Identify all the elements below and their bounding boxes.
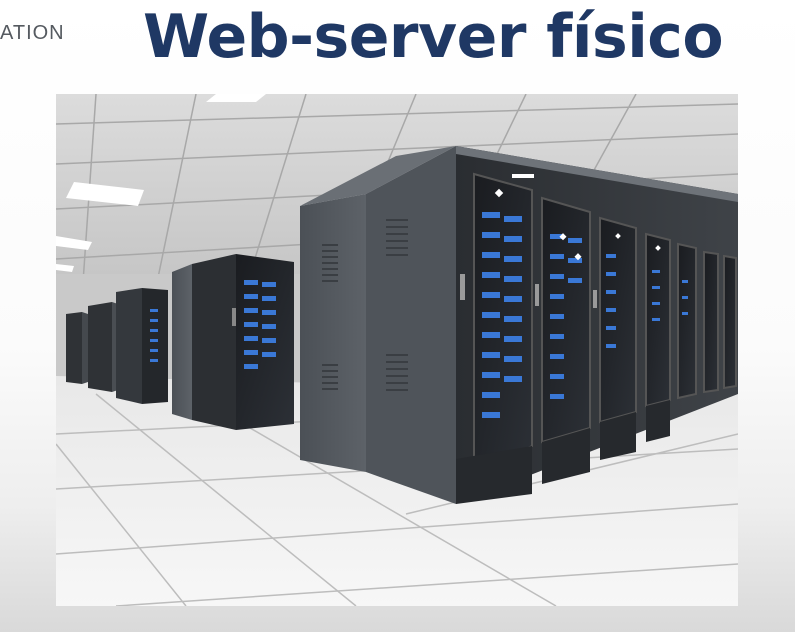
ceiling-light: [56, 264, 74, 272]
ceiling-light: [66, 182, 144, 206]
server-rack-distant: [116, 288, 168, 404]
server-rack-front-side: [300, 146, 456, 504]
server-rack-mid: [172, 254, 294, 430]
server-room-illustration: [56, 94, 738, 606]
ceiling-light: [56, 236, 92, 250]
server-rack-distant: [66, 312, 88, 384]
server-rack-distant: [88, 302, 118, 392]
slide-title: Web-server físico: [142, 2, 724, 72]
rack-top-edge: [456, 146, 738, 202]
ceiling-light: [206, 94, 266, 102]
server-led-lights: [482, 212, 688, 418]
server-room-photo: [56, 94, 738, 606]
glass-reflections: [494, 174, 661, 261]
header-fragment-text: ATION: [0, 22, 65, 44]
